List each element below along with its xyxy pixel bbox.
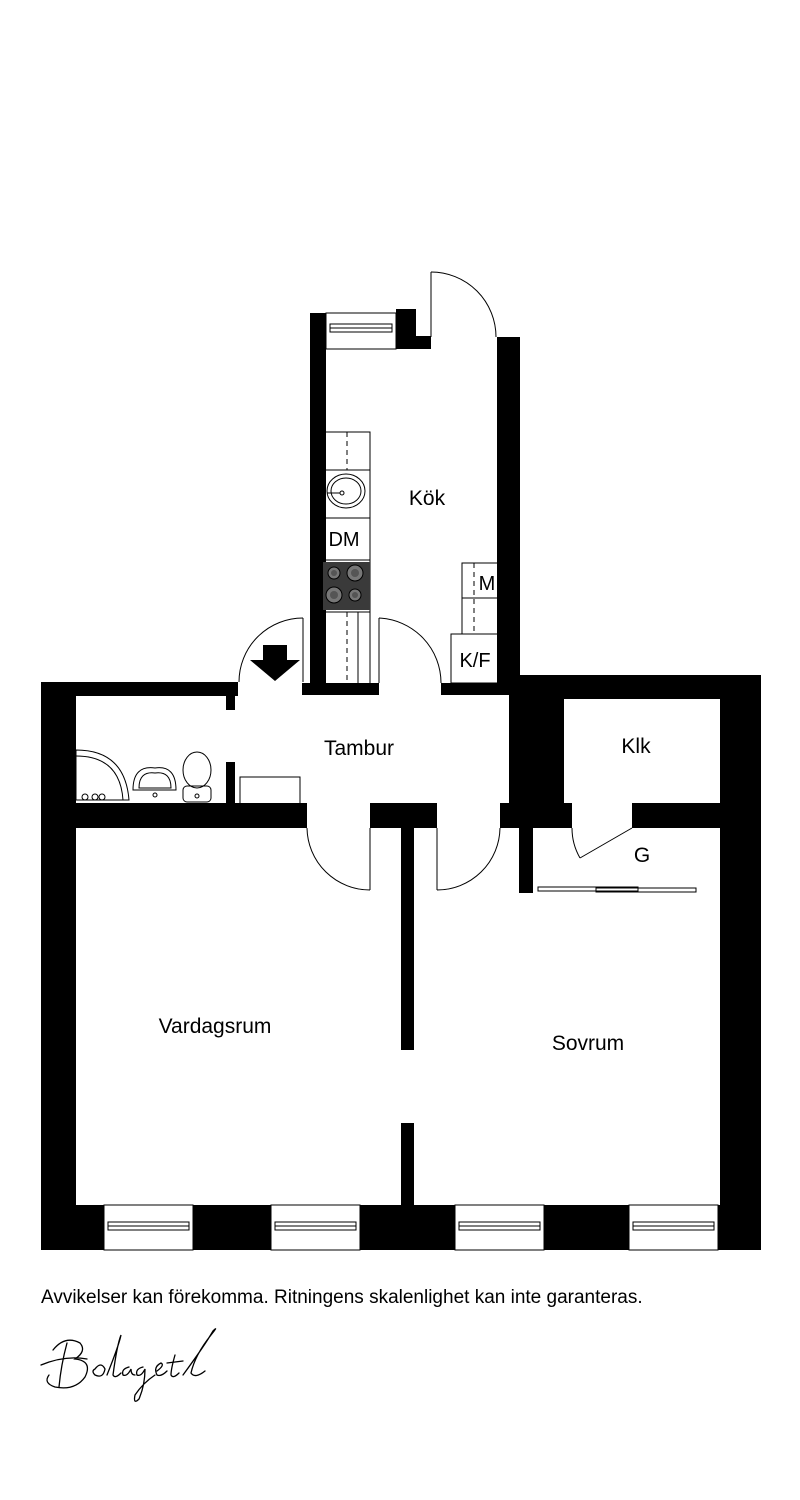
doors bbox=[238, 271, 697, 893]
fridge-freezer-label: K/F bbox=[459, 650, 490, 672]
wardrobe-label: G bbox=[634, 844, 650, 867]
bench bbox=[239, 776, 301, 805]
entrance-door bbox=[238, 617, 304, 683]
window-3 bbox=[454, 1204, 545, 1251]
walls bbox=[41, 309, 761, 1250]
wardrobe-sliding-doors bbox=[537, 886, 697, 893]
kitchen-balcony-door bbox=[430, 271, 497, 338]
stove-icon bbox=[323, 562, 370, 610]
kitchen-label: Kök bbox=[409, 487, 446, 510]
window-2 bbox=[270, 1204, 361, 1251]
kitchen-counter bbox=[322, 431, 371, 685]
washbasin-icon bbox=[132, 767, 177, 798]
closet-door bbox=[571, 827, 633, 859]
living-room-door bbox=[306, 827, 371, 891]
right-counter bbox=[450, 562, 499, 684]
shower-icon bbox=[75, 749, 130, 801]
entrance-arrow-icon bbox=[250, 645, 300, 681]
bathroom-fixtures bbox=[75, 749, 301, 805]
closet-label: Klk bbox=[621, 735, 651, 758]
window-1 bbox=[103, 1204, 194, 1251]
bolaget-logo bbox=[40, 1328, 217, 1402]
kitchen-window bbox=[325, 312, 397, 350]
bedroom-door bbox=[436, 827, 501, 891]
kitchen-door bbox=[378, 617, 442, 684]
window-4 bbox=[628, 1204, 719, 1251]
bedroom-label: Sovrum bbox=[552, 1032, 624, 1055]
sink-icon bbox=[326, 473, 366, 509]
dishwasher-label: DM bbox=[328, 529, 359, 551]
windows bbox=[103, 312, 719, 1251]
toilet-icon bbox=[182, 751, 212, 803]
hall-label: Tambur bbox=[324, 737, 394, 760]
microwave-label: M bbox=[479, 573, 496, 595]
disclaimer-text: Avvikelser kan förekomma. Ritningens ska… bbox=[41, 1287, 643, 1308]
living-room-label: Vardagsrum bbox=[159, 1015, 272, 1038]
